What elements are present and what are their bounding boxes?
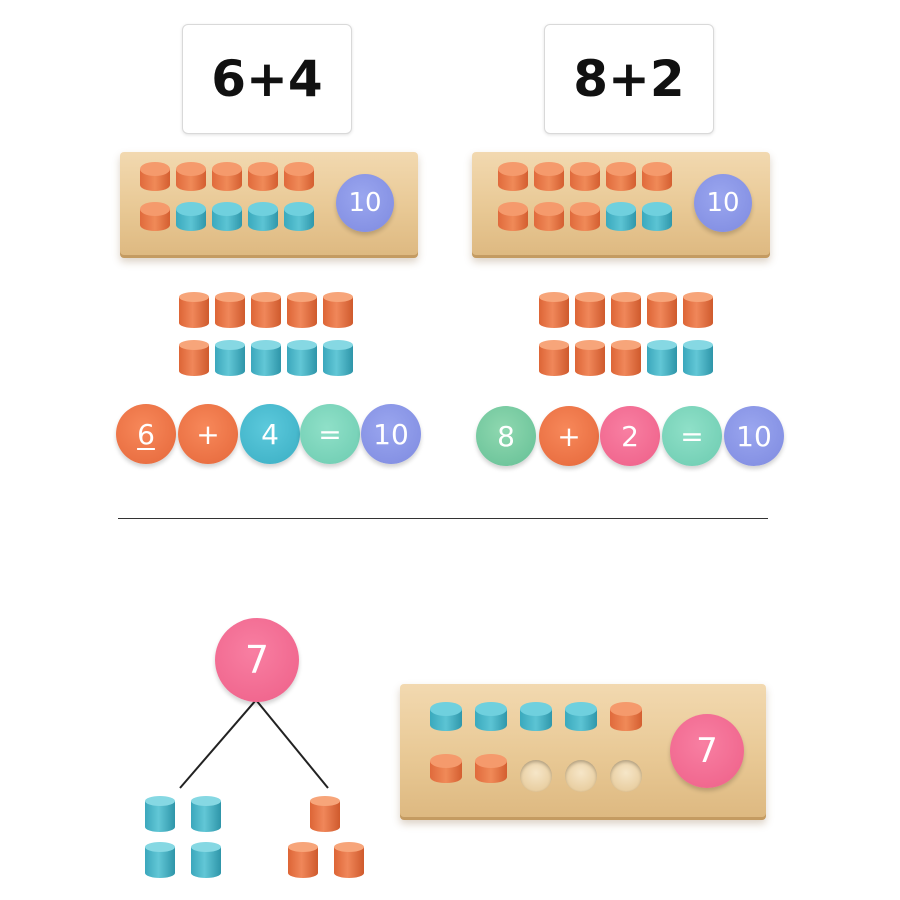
equation-card-right: 8+2 <box>544 24 714 134</box>
result-disc: 10 <box>724 406 784 466</box>
number-bond-whole-disc: 7 <box>215 618 299 702</box>
board-number-text: 10 <box>348 188 382 218</box>
cylinder <box>539 340 569 376</box>
disc-text: 4 <box>261 417 279 451</box>
cylinder <box>647 340 677 376</box>
peg <box>475 702 507 734</box>
peg <box>140 162 170 194</box>
cylinder <box>179 292 209 328</box>
peg <box>212 202 242 234</box>
peg <box>430 702 462 734</box>
peg <box>248 202 278 234</box>
peg <box>284 162 314 194</box>
ten-frame-board-seven: 7 <box>400 684 766 820</box>
peg <box>534 202 564 234</box>
cylinder <box>323 292 353 328</box>
disc-text: 10 <box>373 417 409 451</box>
peg <box>606 202 636 234</box>
result-disc: 10 <box>361 404 421 464</box>
cylinder <box>683 292 713 328</box>
disc-text: + <box>557 419 581 453</box>
disc-text: 6 <box>137 417 155 451</box>
number-bond-whole-text: 7 <box>244 638 270 682</box>
peg <box>284 202 314 234</box>
peg <box>176 202 206 234</box>
peg <box>570 202 600 234</box>
ten-frame-board-left: 10 <box>120 152 418 258</box>
cylinder <box>683 340 713 376</box>
cylinder <box>251 292 281 328</box>
disc-text: = <box>680 419 704 453</box>
empty-hole <box>520 760 552 792</box>
peg <box>534 162 564 194</box>
peg <box>498 202 528 234</box>
bond-line-left <box>179 699 257 789</box>
peg <box>498 162 528 194</box>
peg <box>570 162 600 194</box>
cylinder <box>191 842 221 878</box>
cylinder <box>145 842 175 878</box>
cylinder <box>323 340 353 376</box>
number-disc: 8 <box>476 406 536 466</box>
number-disc: 2 <box>600 406 660 466</box>
cylinder <box>647 292 677 328</box>
cylinder <box>310 796 340 832</box>
number-disc: 4 <box>240 404 300 464</box>
empty-hole <box>610 760 642 792</box>
board-number-disc: 10 <box>694 174 752 232</box>
disc-text: = <box>318 417 342 451</box>
cylinder <box>215 340 245 376</box>
peg <box>565 702 597 734</box>
cylinder <box>575 292 605 328</box>
bond-line-right <box>255 699 329 789</box>
operator-disc-equals: = <box>300 404 360 464</box>
peg <box>248 162 278 194</box>
peg <box>475 754 507 786</box>
cylinder <box>539 292 569 328</box>
cylinder <box>334 842 364 878</box>
equation-card-left-text: 6+4 <box>211 50 323 108</box>
disc-text: 8 <box>497 419 515 453</box>
peg <box>642 202 672 234</box>
cylinder <box>287 292 317 328</box>
cylinder <box>287 340 317 376</box>
ten-frame-board-right: 10 <box>472 152 770 258</box>
board-number-text: 10 <box>706 188 740 218</box>
peg <box>606 162 636 194</box>
disc-text: 2 <box>621 419 639 453</box>
peg <box>212 162 242 194</box>
peg <box>430 754 462 786</box>
board-number-text: 7 <box>696 731 718 771</box>
cylinder <box>215 292 245 328</box>
board-number-disc: 7 <box>670 714 744 788</box>
cylinder <box>288 842 318 878</box>
peg <box>176 162 206 194</box>
operator-disc-equals: = <box>662 406 722 466</box>
cylinder <box>145 796 175 832</box>
cylinder <box>611 340 641 376</box>
cylinder <box>575 340 605 376</box>
board-number-disc: 10 <box>336 174 394 232</box>
peg <box>642 162 672 194</box>
number-disc: 6 <box>116 404 176 464</box>
operator-disc-plus: + <box>178 404 238 464</box>
equation-card-left: 6+4 <box>182 24 352 134</box>
peg <box>520 702 552 734</box>
disc-text: + <box>196 417 220 451</box>
peg <box>140 202 170 234</box>
cylinder <box>611 292 641 328</box>
disc-text: 10 <box>736 419 772 453</box>
section-divider <box>118 518 768 519</box>
equation-card-right-text: 8+2 <box>573 50 685 108</box>
cylinder <box>251 340 281 376</box>
peg <box>610 702 642 734</box>
empty-hole <box>565 760 597 792</box>
cylinder <box>179 340 209 376</box>
cylinder <box>191 796 221 832</box>
operator-disc-plus: + <box>539 406 599 466</box>
